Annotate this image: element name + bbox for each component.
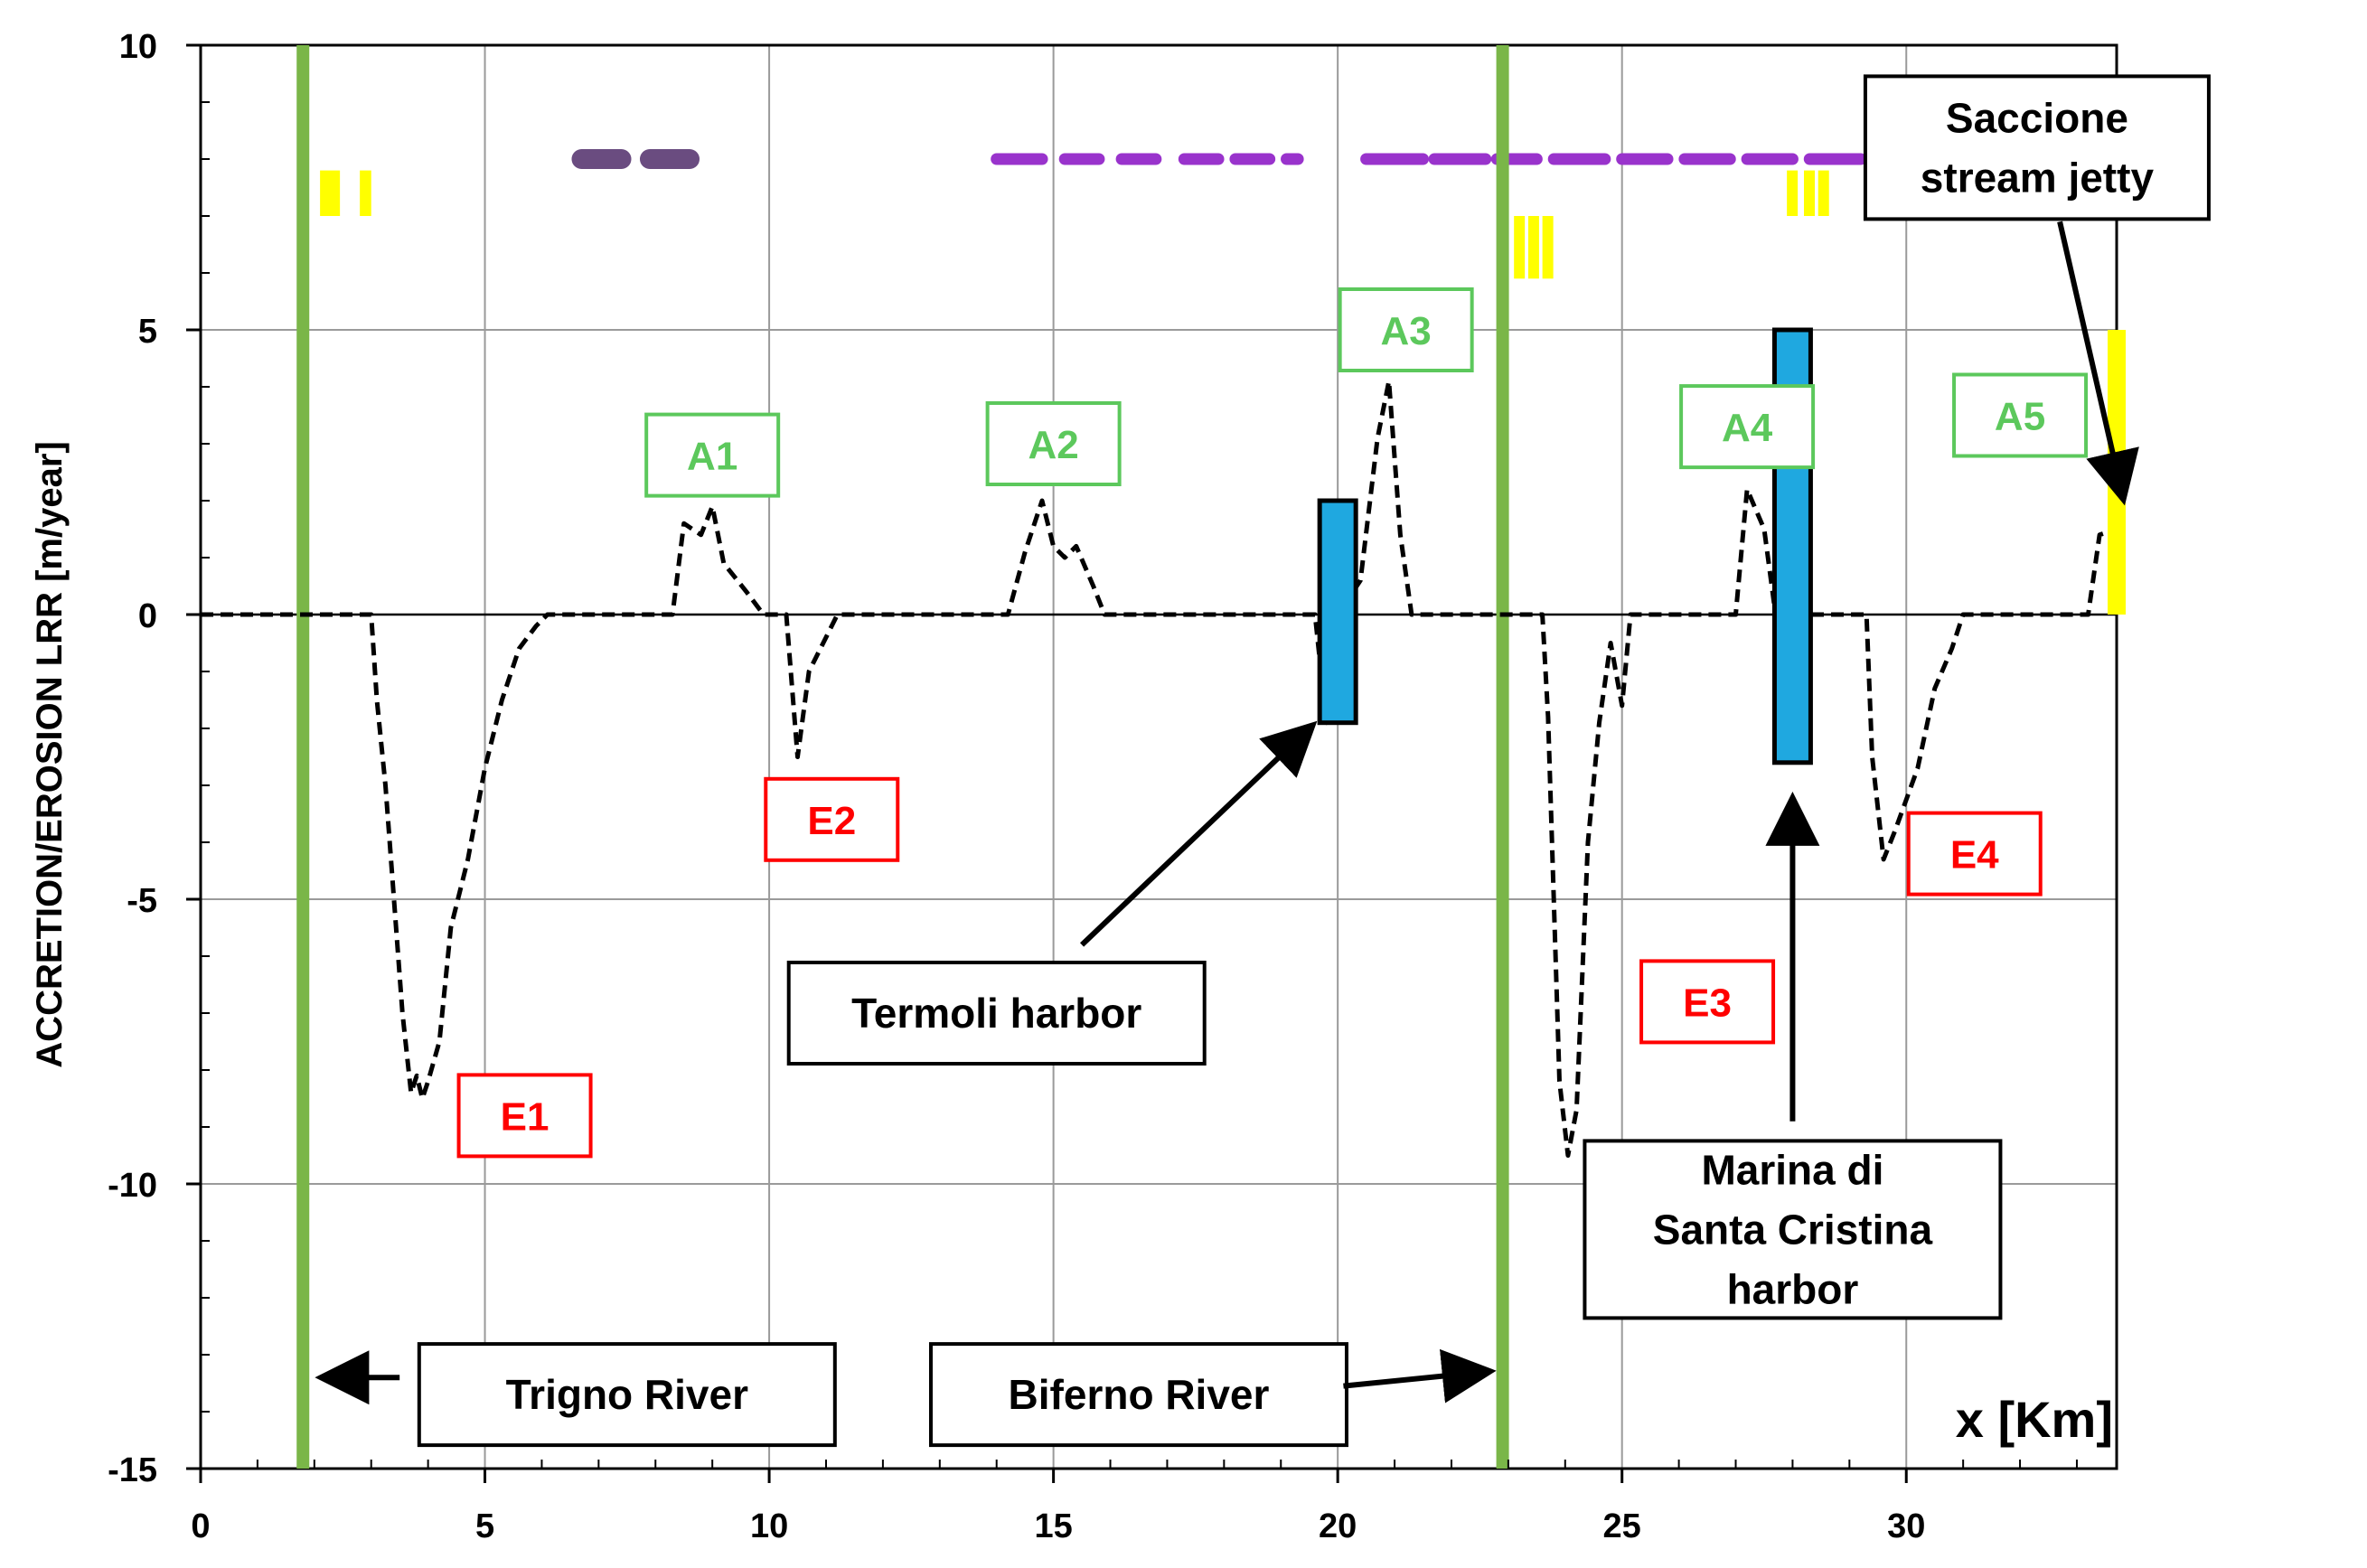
- biferno-note-text: Biferno River: [1009, 1371, 1270, 1418]
- region-label-box: [985, 401, 1122, 486]
- termoli-note-text: Termoli harbor: [851, 990, 1141, 1037]
- groin-mark: [360, 170, 371, 216]
- x-ticks: 0 5 10 15 20 25 30: [191, 1460, 2078, 1545]
- saccione-note-text: Saccione: [1946, 94, 2128, 141]
- region-label-box: [1906, 811, 2043, 897]
- region-label-box: [1639, 959, 1776, 1045]
- harbor-bar: [1317, 498, 1358, 726]
- saccione-note-box: [1863, 74, 2211, 221]
- groin-mark: [1787, 170, 1799, 216]
- marina-note-text: Santa Cristina: [1653, 1206, 1933, 1253]
- saccione-note-text: stream jetty: [1921, 154, 2155, 201]
- trigno-note-box: [417, 1342, 837, 1448]
- groin-mark: [1804, 170, 1816, 216]
- region-label: A5: [1995, 395, 2045, 439]
- saccione-arrow: [2057, 221, 2139, 506]
- y-tick-label: 5: [138, 313, 157, 351]
- y-tick-label: 0: [138, 597, 157, 635]
- marina-note-text: harbor: [1727, 1265, 1859, 1312]
- y-ticks: 10 5 0 -5 -10 -15: [108, 28, 210, 1489]
- groin-mark: [1514, 216, 1526, 279]
- termoli-note-box: [786, 961, 1207, 1066]
- region-label-box: [644, 412, 781, 498]
- groin-mark: [1542, 216, 1554, 279]
- region-label-box: [764, 776, 900, 862]
- region-label-box: [1952, 372, 2089, 458]
- x-tick-label: 10: [750, 1507, 788, 1545]
- marina-note-text: Marina di: [1701, 1146, 1883, 1193]
- y-tick-label: 10: [119, 28, 157, 66]
- biferno-arrow: [1343, 1348, 1497, 1404]
- region-label: A1: [687, 435, 737, 479]
- groin-mark: [1527, 216, 1539, 279]
- x-tick-label: 15: [1034, 1507, 1072, 1545]
- trigno-note-text: Trigno River: [506, 1371, 748, 1418]
- region-label: A3: [1381, 309, 1432, 353]
- y-axis-title: ACCRETION/EROSION LRR [m/year]: [30, 441, 70, 1067]
- region-label-box: [456, 1073, 593, 1159]
- x-tick-label: 0: [191, 1507, 210, 1545]
- groin-mark: [320, 170, 341, 216]
- biferno-note-box: [928, 1342, 1348, 1448]
- y-tick-label: -15: [108, 1451, 157, 1489]
- x-tick-label: 25: [1603, 1507, 1641, 1545]
- rivers: [296, 45, 1509, 1469]
- y-tick-label: -5: [127, 882, 157, 920]
- region-label-box: [1679, 384, 1816, 470]
- region-label: E1: [501, 1094, 549, 1139]
- groin-mark: [1818, 170, 1829, 216]
- region-label: E4: [1950, 833, 1999, 878]
- x-tick-label: 5: [475, 1507, 494, 1545]
- region-label: E3: [1683, 981, 1732, 1025]
- x-tick-label: 20: [1319, 1507, 1357, 1545]
- y-tick-label: -10: [108, 1167, 157, 1205]
- x-tick-label: 30: [1887, 1507, 1925, 1545]
- groins: [320, 170, 1829, 279]
- region-label: E2: [807, 799, 856, 843]
- marina-note-box: [1583, 1139, 2003, 1320]
- plot-frame: [199, 43, 2118, 1470]
- region-label: A4: [1722, 406, 1773, 450]
- termoli-arrow: [1080, 720, 1318, 947]
- x-axis-unit: x [Km]: [1956, 1391, 2113, 1448]
- region-label-box: [1338, 287, 1474, 372]
- region-label: A2: [1028, 423, 1078, 467]
